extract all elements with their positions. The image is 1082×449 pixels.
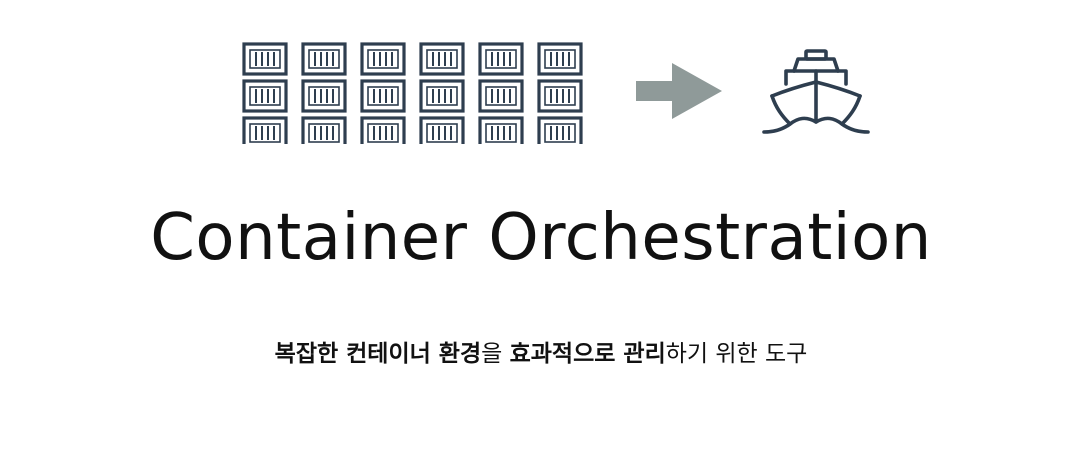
shipping-container-icon — [242, 116, 288, 144]
page-title: Container Orchestration — [150, 201, 932, 275]
shipping-container-icon — [419, 79, 465, 113]
shipping-container-icon — [419, 42, 465, 76]
shipping-container-icon — [360, 116, 406, 144]
shipping-container-icon — [360, 79, 406, 113]
shipping-container-icon — [478, 42, 524, 76]
shipping-container-icon — [360, 42, 406, 76]
container-stack-icon — [242, 42, 583, 144]
subtitle: 복잡한 컨테이너 환경을 효과적으로 관리하기 위한 도구 — [0, 336, 1082, 372]
shipping-container-icon — [301, 116, 347, 144]
shipping-container-icon — [478, 116, 524, 144]
ship-icon — [762, 49, 870, 134]
subtitle-regular-part: 을 — [481, 341, 510, 367]
arrow-right-shape — [636, 63, 722, 119]
subtitle-regular-part: 하기 위한 도구 — [665, 341, 808, 367]
shipping-container-icon — [419, 116, 465, 144]
shipping-container-icon — [478, 79, 524, 113]
subtitle-bold-part: 효과적으로 관리 — [509, 341, 666, 367]
shipping-container-icon — [537, 116, 583, 144]
subtitle-bold-part: 복잡한 컨테이너 환경 — [274, 341, 482, 367]
shipping-container-icon — [301, 42, 347, 76]
shipping-container-icon — [537, 42, 583, 76]
shipping-container-icon — [537, 79, 583, 113]
shipping-container-icon — [242, 42, 288, 76]
shipping-container-icon — [242, 79, 288, 113]
shipping-container-icon — [301, 79, 347, 113]
arrow-right-icon — [636, 63, 722, 119]
